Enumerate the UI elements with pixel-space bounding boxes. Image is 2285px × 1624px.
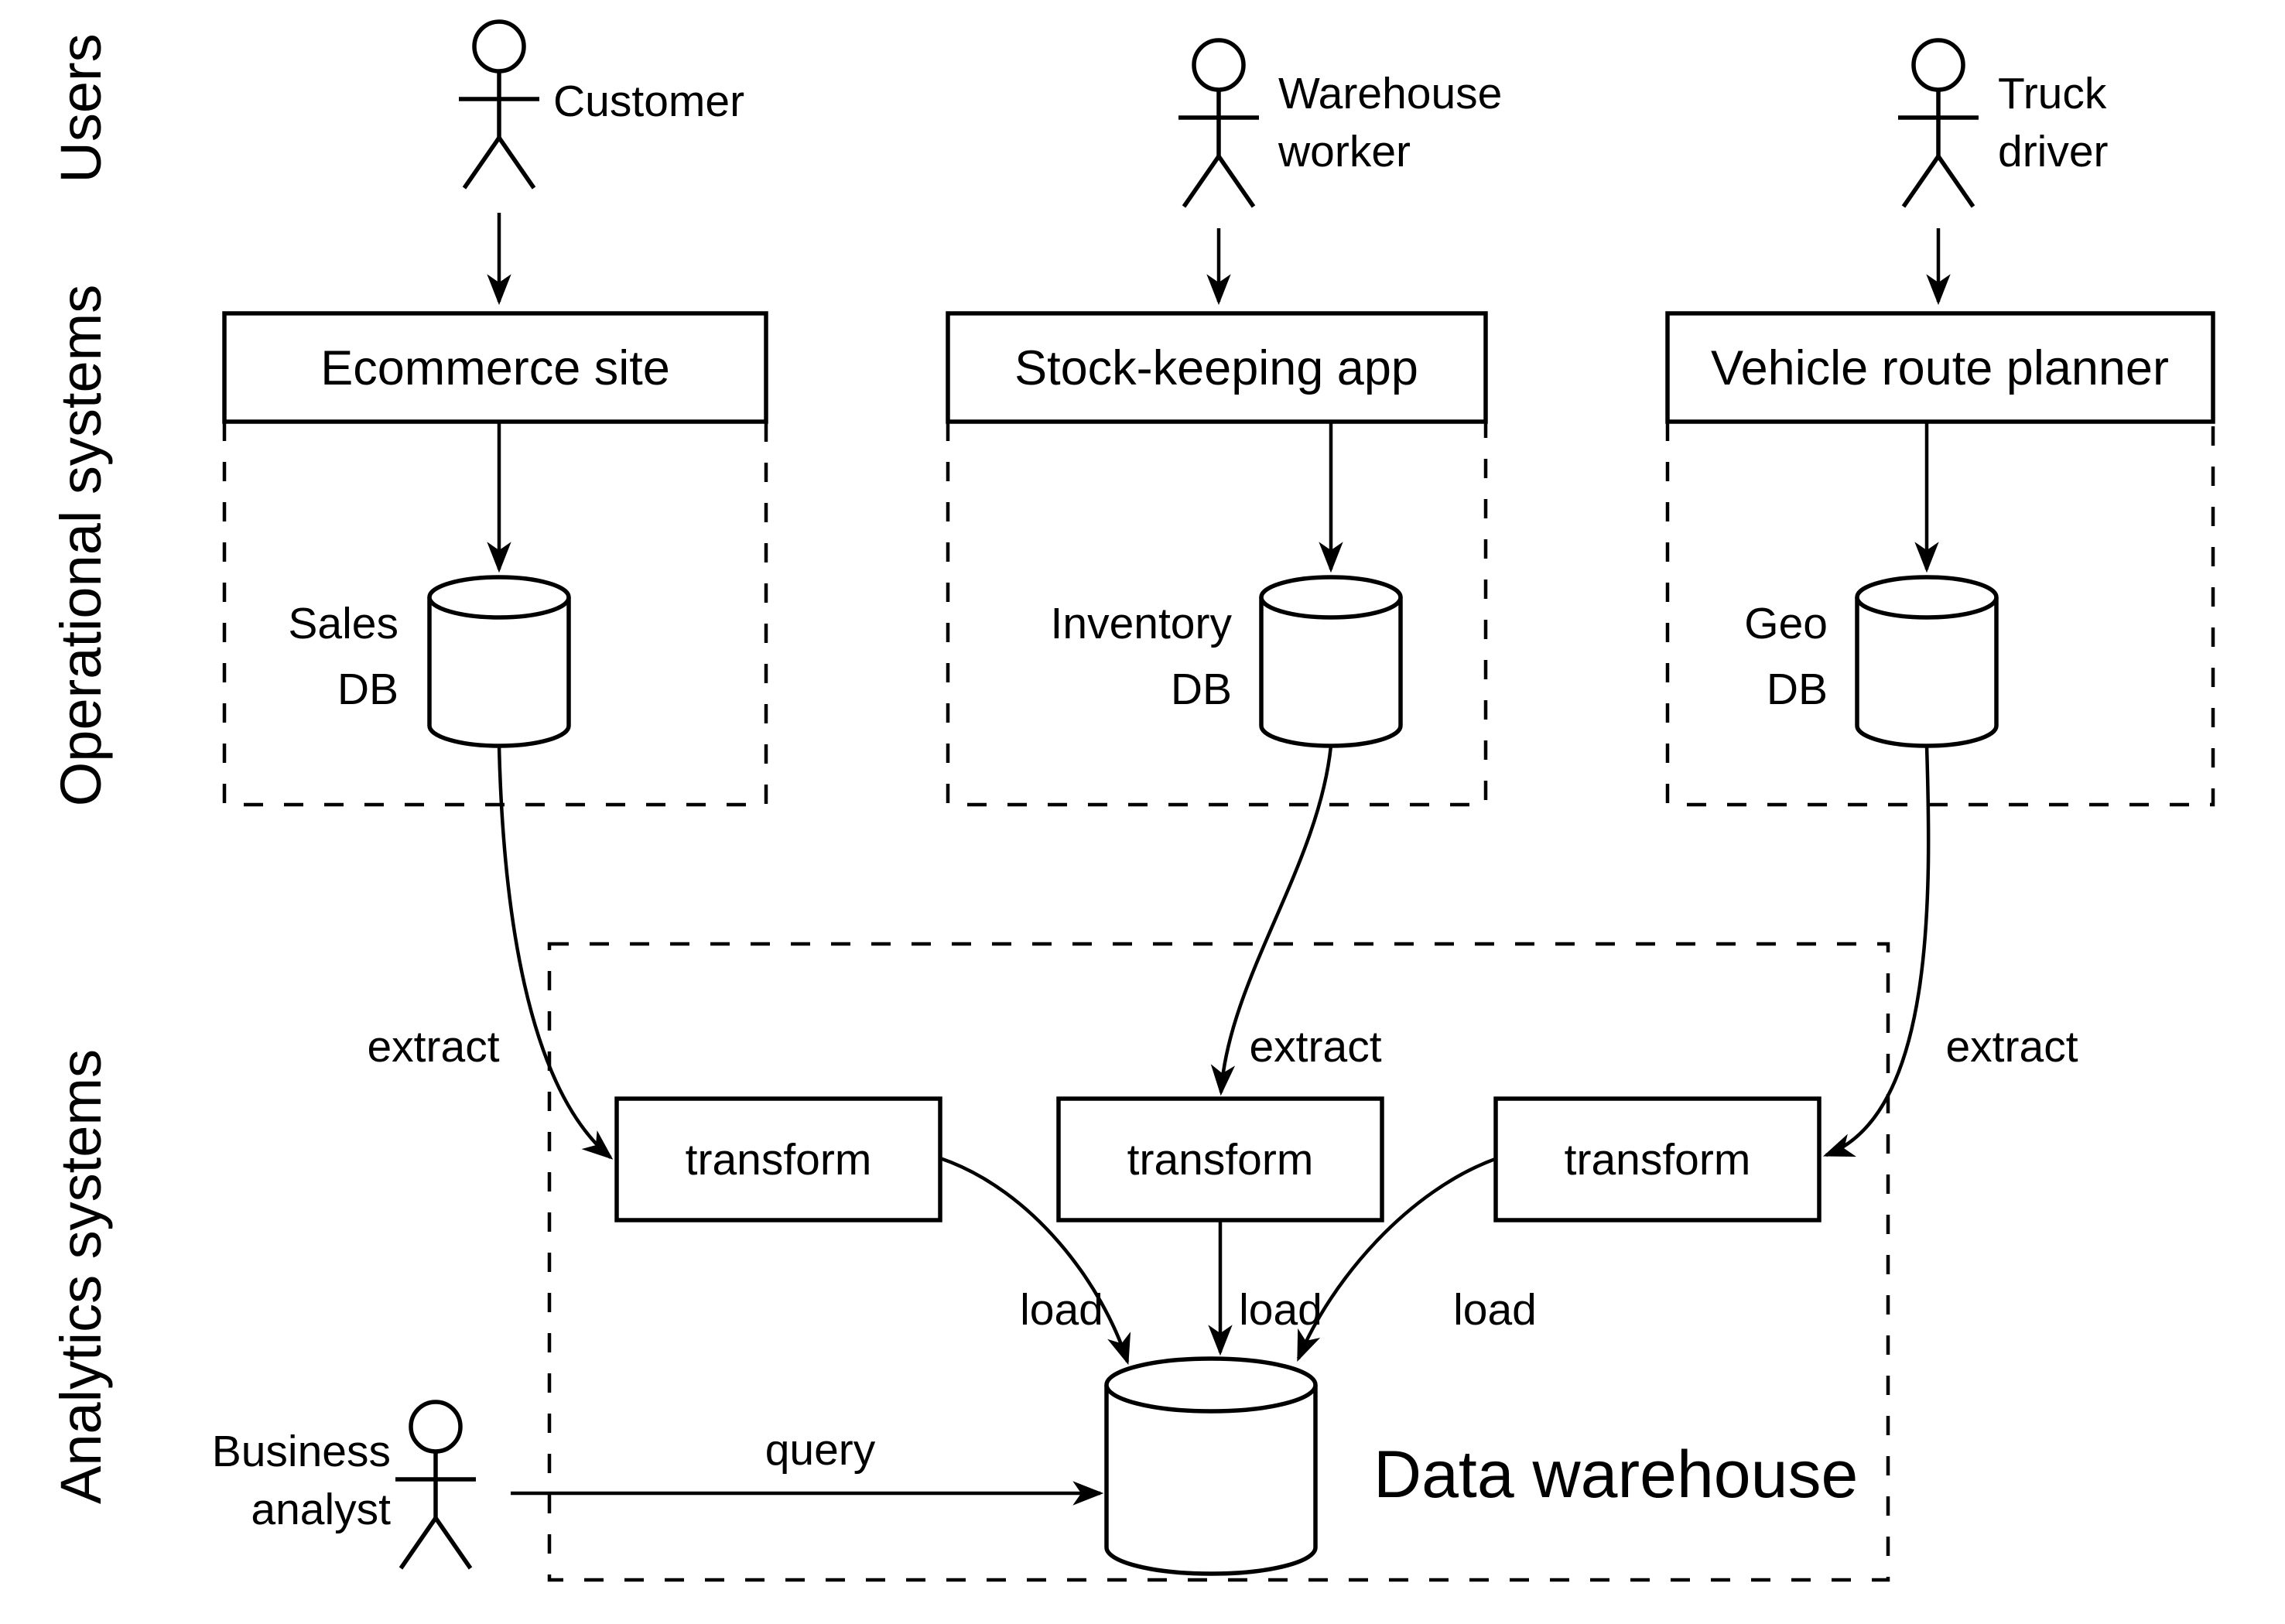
business-analyst-label-line1: Business — [212, 1427, 391, 1476]
actor-leg-right — [433, 1516, 473, 1570]
actor-head — [1911, 38, 1965, 92]
transform3-load-arrow — [1296, 1156, 1498, 1362]
actor-leg-left — [1182, 155, 1221, 208]
ecommerce-site-box: Ecommerce site — [222, 311, 768, 424]
customer-label: Customer — [553, 77, 744, 126]
inventory-db-extract-arrow — [1210, 745, 1333, 1096]
cylinder-body — [1104, 1385, 1318, 1576]
box-outline — [222, 311, 768, 424]
sales-db-label-line1: Sales — [288, 599, 399, 648]
actor-head — [1192, 38, 1246, 92]
analytics-dashed-container — [547, 942, 1890, 1582]
sales-db-cylinder — [427, 575, 571, 748]
route-planner-dashed-container — [1665, 422, 2215, 807]
truck-driver-label-line1: Truck — [1998, 69, 2107, 118]
extract-label-right: extract — [1945, 1022, 2078, 1072]
inventory-db-cylinder — [1259, 575, 1403, 748]
transform-label-1: transform — [686, 1135, 872, 1185]
actor-leg-right — [1216, 155, 1256, 208]
cylinder-body — [427, 597, 571, 748]
cylinder-top — [1259, 575, 1403, 620]
warehouse-worker-actor-icon — [1178, 38, 1259, 208]
inventory-db-label-line1: Inventory — [1051, 599, 1233, 648]
load-label-right: load — [1453, 1285, 1537, 1335]
geo-db-label-line1: Geo — [1744, 599, 1828, 648]
actor-leg-right — [1936, 155, 1975, 208]
actor-leg-left — [399, 1516, 438, 1570]
cylinder-top — [1104, 1356, 1318, 1414]
transform-box-3: transform — [1493, 1096, 1822, 1222]
geo-db-label-line2: DB — [1767, 665, 1828, 714]
box-outline — [1056, 1096, 1384, 1222]
box-outline — [1665, 311, 2215, 424]
actor-leg-left — [462, 136, 501, 190]
inventory-db-label-line2: DB — [1171, 665, 1232, 714]
sales-db-extract-arrow — [497, 745, 614, 1160]
stock-keeping-app-label: Stock-keeping app — [1014, 341, 1418, 395]
sales-db-label-line2: DB — [337, 665, 399, 714]
transform-label-2: transform — [1127, 1135, 1314, 1185]
transform1-load-arrow — [939, 1156, 1131, 1366]
extract-label-middle: extract — [1249, 1022, 1381, 1072]
business-analyst-label-line2: analyst — [251, 1485, 391, 1534]
cylinder-top — [1855, 575, 1999, 620]
warehouse-worker-label-line1: Warehouse — [1278, 69, 1502, 118]
load-label-middle: load — [1239, 1285, 1322, 1335]
actor-head — [472, 19, 526, 74]
stock-keeping-dashed-container — [946, 422, 1488, 807]
data-warehouse-label: Data warehouse — [1373, 1438, 1858, 1512]
query-label: query — [765, 1425, 876, 1475]
transform-label-3: transform — [1565, 1135, 1751, 1185]
section-label-users: Users — [49, 33, 113, 183]
business-analyst-actor-icon — [395, 1400, 476, 1570]
load-label-left: load — [1020, 1285, 1103, 1335]
truck-driver-label-line2: driver — [1998, 127, 2109, 176]
geo-db-cylinder — [1855, 575, 1999, 748]
box-outline — [614, 1096, 942, 1222]
stock-keeping-app-box: Stock-keeping app — [946, 311, 1488, 424]
cylinder-body — [1259, 597, 1403, 748]
ecommerce-site-label: Ecommerce site — [320, 341, 670, 395]
geo-db-extract-arrow — [1822, 745, 1931, 1157]
transform-box-1: transform — [614, 1096, 942, 1222]
customer-actor-icon — [459, 19, 539, 190]
data-warehouse-cylinder — [1104, 1356, 1318, 1576]
warehouse-worker-label-line2: worker — [1278, 127, 1411, 176]
ecommerce-dashed-container — [222, 422, 768, 807]
truck-driver-actor-icon — [1898, 38, 1979, 208]
cylinder-body — [1855, 597, 1999, 748]
extract-label-left: extract — [367, 1022, 499, 1072]
actor-head — [409, 1400, 463, 1454]
section-label-analytics-systems: Analytics systems — [49, 1049, 113, 1504]
actor-leg-right — [497, 136, 536, 190]
transform-box-2: transform — [1056, 1096, 1384, 1222]
box-outline — [946, 311, 1488, 424]
section-label-operational-systems: Operational systems — [49, 285, 113, 807]
actor-leg-left — [1901, 155, 1941, 208]
cylinder-top — [427, 575, 571, 620]
box-outline — [1493, 1096, 1822, 1222]
vehicle-route-planner-label: Vehicle route planner — [1711, 341, 2169, 395]
vehicle-route-planner-box: Vehicle route planner — [1665, 311, 2215, 424]
